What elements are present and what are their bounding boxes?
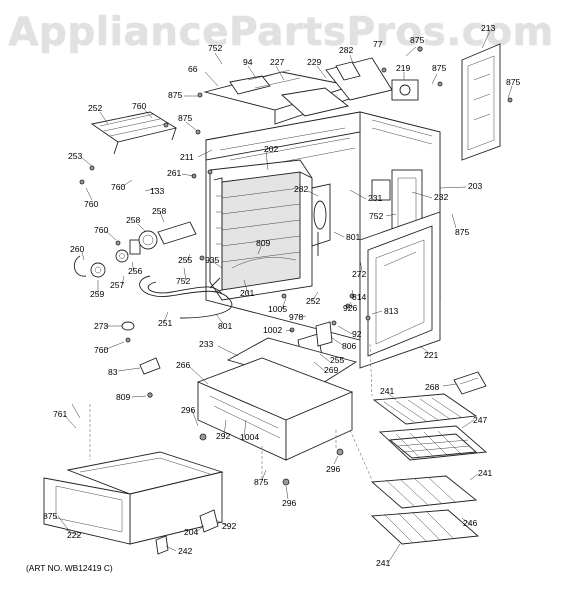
callout-label: 761: [53, 409, 68, 419]
callout-label: 292: [216, 431, 231, 441]
callout-label: 760: [111, 182, 126, 192]
callout-label: 273: [94, 321, 109, 331]
bottom-assembly: [196, 337, 358, 486]
callout-label: 814: [352, 292, 367, 302]
callout-label: 935: [205, 255, 220, 265]
callout-label: 809: [116, 392, 131, 402]
callout-label: 801: [346, 232, 361, 242]
callout-label: 809: [256, 238, 271, 248]
rear-panel: [381, 43, 513, 161]
callout-label: 258: [152, 206, 167, 216]
callout-label: 296: [181, 405, 196, 415]
callout-label: 251: [158, 318, 173, 328]
heating-elements: [90, 111, 233, 319]
callout-label: 760: [94, 345, 109, 355]
callout-label: 255: [330, 355, 345, 365]
callout-label: 202: [264, 144, 279, 154]
callout-label: 752: [208, 43, 223, 53]
callout-label: 806: [342, 341, 357, 351]
callout-label: 978: [289, 312, 304, 322]
callout-label: 875: [455, 227, 470, 237]
callout-label: 246: [463, 518, 478, 528]
callout-label: 231: [368, 193, 383, 203]
callout-label: 282: [294, 184, 309, 194]
callout-label: 232: [434, 192, 449, 202]
callout-label: 259: [90, 289, 105, 299]
callout-label: 266: [176, 360, 191, 370]
callout-label: 752: [369, 211, 384, 221]
oven-racks: [370, 371, 488, 545]
callout-label: 282: [339, 45, 354, 55]
callout-label: 875: [168, 90, 183, 100]
callout-label: 253: [68, 151, 83, 161]
callout-label: 875: [432, 63, 447, 73]
callout-label: 204: [184, 527, 199, 537]
callout-label: 233: [199, 339, 214, 349]
callout-label: 219: [396, 63, 411, 73]
callout-label: 258: [126, 215, 141, 225]
callout-label: 296: [326, 464, 341, 474]
oven-door: [359, 211, 441, 369]
top-frame-parts: [203, 57, 419, 125]
callout-label: 801: [218, 321, 233, 331]
callout-label: 1005: [268, 304, 288, 314]
callout-label: 1004: [240, 432, 260, 442]
callout-label: 227: [270, 57, 285, 67]
callout-label: 875: [178, 113, 193, 123]
callout-label: 241: [478, 468, 493, 478]
callout-label: 211: [180, 152, 194, 162]
callout-label: 268: [425, 382, 440, 392]
oven-cavity: [209, 159, 331, 301]
callout-label: 875: [43, 511, 58, 521]
callout-label: 229: [307, 57, 322, 67]
assembly-lines: [89, 343, 373, 481]
callout-label: 241: [376, 558, 391, 568]
callout-label: 875: [506, 77, 521, 87]
callout-label: 875: [254, 477, 269, 487]
callout-label: 760: [94, 225, 109, 235]
callout-label: 255: [178, 255, 193, 265]
callout-label: 94: [243, 57, 253, 67]
callout-label: 241: [380, 386, 395, 396]
callout-label: 213: [481, 23, 496, 33]
art-number: (ART NO. WB12419 C): [26, 563, 113, 573]
callout-label: 760: [132, 101, 147, 111]
callout-label: 261: [167, 168, 182, 178]
callout-label: 133: [150, 186, 165, 196]
callout-label: 66: [188, 64, 198, 74]
callout-label: 77: [373, 39, 383, 49]
callout-label: 1002: [263, 325, 283, 335]
callout-label: 257: [110, 280, 125, 290]
callout-label: 272: [352, 269, 367, 279]
callout-label: 83: [108, 367, 118, 377]
callout-label: 247: [473, 415, 488, 425]
callout-label: 296: [282, 498, 297, 508]
callout-label: 260: [70, 244, 85, 254]
callout-label: 221: [424, 350, 439, 360]
callout-label: 203: [468, 181, 483, 191]
callout-label: 222: [67, 530, 82, 540]
callout-label: 752: [176, 276, 191, 286]
callout-label: 760: [84, 199, 99, 209]
callout-label: 242: [178, 546, 193, 556]
callout-label: 92: [352, 329, 362, 339]
callout-label: 926: [343, 303, 358, 313]
control-components: [73, 92, 213, 398]
watermark: AppliancePartsPros.com: [8, 10, 554, 55]
leader-lines: [57, 30, 513, 564]
storage-drawer: [43, 451, 224, 555]
callout-label: 269: [324, 365, 339, 375]
callout-label: 875: [410, 35, 425, 45]
callout-label: 813: [384, 306, 399, 316]
callout-label: 201: [240, 288, 255, 298]
callout-label: 292: [222, 521, 237, 531]
callout-label: 252: [88, 103, 103, 113]
callout-label: 256: [128, 266, 143, 276]
callout-label: 252: [306, 296, 321, 306]
